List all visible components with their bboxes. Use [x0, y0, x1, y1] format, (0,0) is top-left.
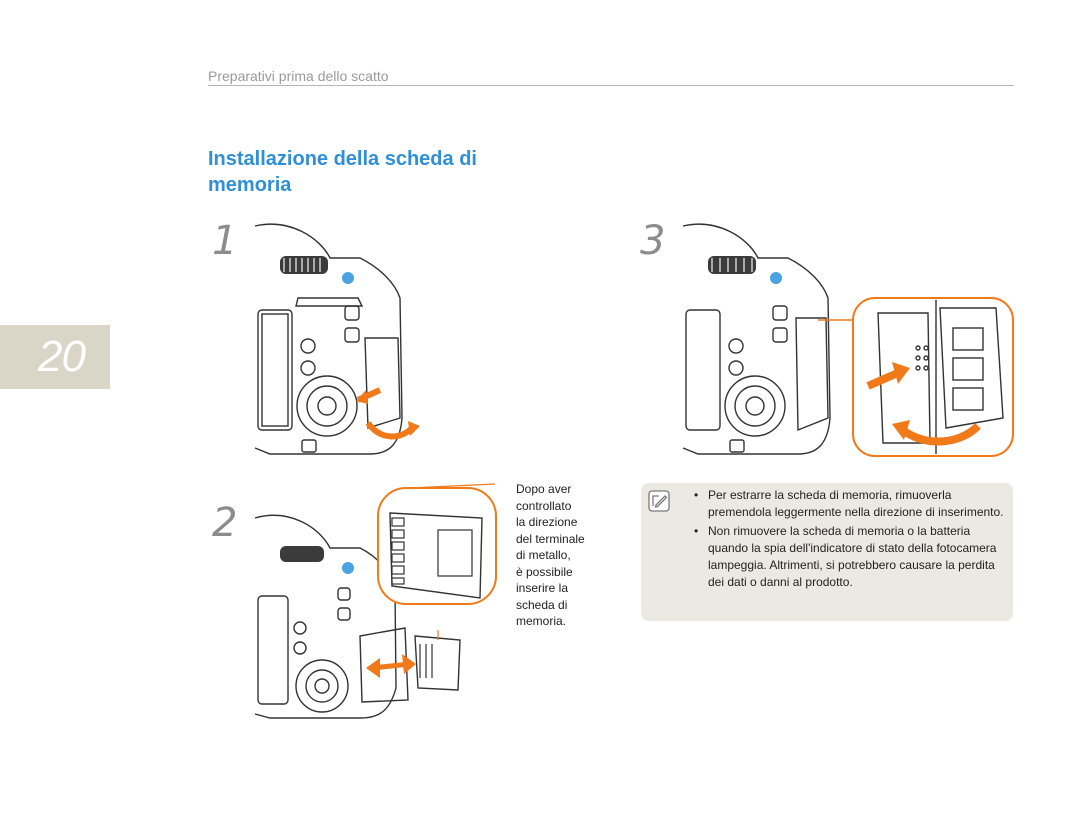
step-number-3: 3: [640, 218, 666, 264]
camera-illustration-step2: [254, 483, 497, 719]
caption-line: inserire la: [516, 581, 569, 595]
note-item: •Non rimuovere la scheda di memoria o la…: [694, 524, 997, 589]
caption-line: del terminale: [516, 531, 585, 546]
caption-line: Dopo aver: [516, 482, 572, 496]
page-number: 20: [38, 332, 86, 381]
note-pencil-icon: [648, 490, 670, 512]
caption-line: scheda di: [516, 597, 568, 612]
step2-caption: Dopo aver controllato la direzione del t…: [516, 481, 585, 630]
step-number-2: 2: [212, 500, 238, 546]
caption-line: memoria.: [516, 614, 567, 628]
note-item: •Per estrarre la scheda di memoria, rimu…: [694, 488, 1004, 519]
caption-line: la direzione: [516, 515, 578, 529]
caption-line: è possibile: [516, 564, 573, 579]
camera-illustration-step1: [254, 223, 420, 455]
camera-illustration-step3: [682, 223, 1014, 457]
caption-line: di metallo,: [516, 548, 571, 562]
page-title: Installazione della scheda di memoria: [208, 148, 477, 196]
step-number-1: 1: [212, 218, 238, 264]
note-box: [641, 483, 1013, 621]
page-tab: [0, 325, 110, 389]
caption-line: controllato: [516, 498, 572, 513]
note-list: •Per estrarre la scheda di memoria, rimu…: [694, 487, 1004, 593]
section-header: Preparativi prima dello scatto: [208, 68, 389, 84]
header-divider: [208, 85, 1014, 86]
